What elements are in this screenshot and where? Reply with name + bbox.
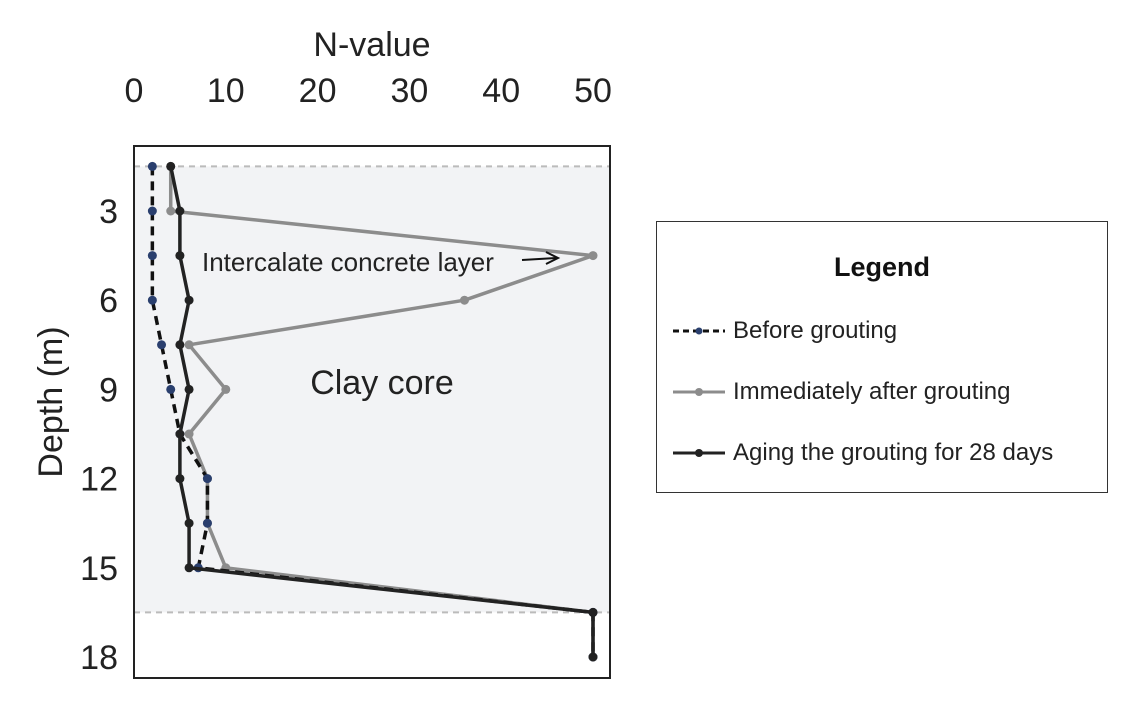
data-point (175, 206, 185, 216)
data-point (202, 518, 212, 528)
data-point (166, 206, 176, 216)
legend-label-aging: Aging the grouting for 28 days (733, 439, 1054, 466)
data-point (184, 295, 194, 305)
x-tick-label: 0 (125, 72, 144, 110)
data-point (588, 251, 598, 261)
data-point (175, 251, 185, 261)
legend-swatch-aging (673, 449, 725, 457)
y-tick-label: 12 (80, 461, 118, 499)
x-tick-label: 50 (574, 72, 612, 110)
data-point (175, 340, 185, 350)
y-tick-label: 6 (99, 282, 118, 320)
legend-swatch-immediately (673, 388, 725, 396)
data-point (157, 340, 167, 350)
annotation-clay-core: Clay core (310, 364, 454, 402)
data-point (147, 295, 157, 305)
x-tick-label: 30 (390, 72, 428, 110)
series-aging-the-grouting-for-28-days (166, 161, 598, 662)
legend-label-before: Before grouting (733, 317, 898, 344)
legend-label-immediately: Immediately after grouting (733, 378, 1011, 405)
legend-swatch-before (673, 327, 725, 335)
y-axis-title: Depth (m) (32, 326, 70, 477)
data-point (166, 161, 176, 171)
data-point (166, 384, 176, 394)
legend-item-immediately: Immediately after grouting (671, 377, 1010, 407)
data-point (184, 429, 194, 439)
data-point (184, 340, 194, 350)
data-point (184, 563, 194, 573)
data-point (588, 607, 598, 617)
y-tick-label: 15 (80, 550, 118, 588)
x-tick-label: 10 (207, 72, 245, 110)
legend-item-aging: Aging the grouting for 28 days (671, 438, 1053, 468)
legend-item-before: Before grouting (671, 316, 897, 346)
data-point (184, 518, 194, 528)
y-tick-label: 3 (99, 193, 118, 231)
data-point (175, 429, 185, 439)
x-tick-label: 40 (482, 72, 520, 110)
series-line (150, 166, 595, 657)
series-line (168, 166, 595, 657)
data-point (221, 384, 231, 394)
data-point (147, 161, 157, 171)
annotation-arrowhead (545, 251, 561, 265)
legend-title: Legend (833, 252, 930, 282)
data-point (147, 251, 157, 261)
data-point (175, 474, 185, 484)
y-tick-label: 18 (80, 639, 118, 677)
data-point (202, 474, 212, 484)
legend: Legend Before grouting Immediately after… (656, 221, 1108, 493)
series-line (169, 166, 595, 657)
y-tick-label: 9 (99, 371, 118, 409)
x-tick-label: 20 (299, 72, 337, 110)
data-point (588, 652, 598, 662)
data-point (147, 206, 157, 216)
plot-frame (133, 145, 611, 679)
data-point (184, 384, 194, 394)
annotation-arrow (521, 257, 557, 261)
x-axis-title: N-value (313, 26, 430, 64)
data-point (459, 295, 469, 305)
annotation-concrete-layer: Intercalate concrete layer (202, 247, 494, 277)
